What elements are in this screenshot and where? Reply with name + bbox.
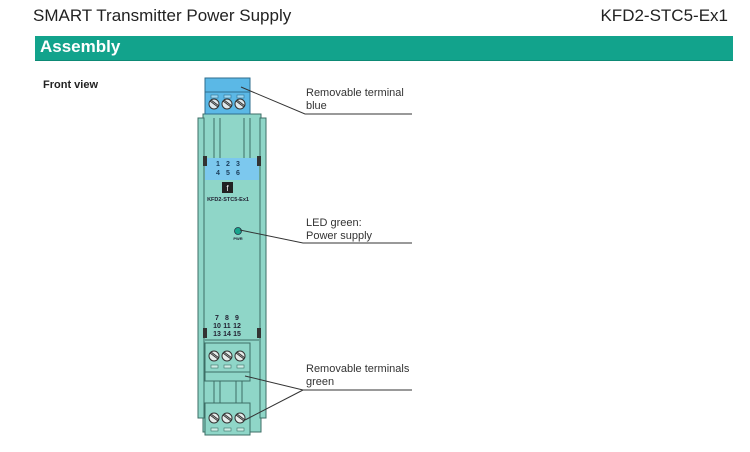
terminal-number: 15 [233, 331, 241, 338]
terminal-number: 1 [216, 161, 220, 168]
brand-logo-icon [222, 182, 233, 193]
latch-icon [203, 328, 207, 338]
callout-green-terminals: Removable terminals green [306, 363, 410, 388]
terminal-number: 10 [213, 323, 221, 330]
view-label: Front view [43, 79, 99, 91]
led-indicator [234, 227, 242, 235]
callout-led: LED green: Power supply [306, 217, 373, 242]
terminal-number: 9 [235, 315, 239, 322]
latch-icon [203, 156, 207, 166]
model-number: KFD2-STC5-Ex1 [600, 6, 728, 25]
terminal-number: 14 [223, 331, 231, 338]
screw-icon [208, 98, 220, 110]
green-terminal [204, 342, 251, 382]
screw-icon [221, 98, 233, 110]
terminal-number: 2 [226, 161, 230, 168]
terminal-number: 8 [225, 315, 229, 322]
section-header: Assembly [35, 36, 733, 61]
section-title: Assembly [40, 37, 121, 56]
terminal-number: 3 [236, 161, 240, 168]
callout-leader-lines [239, 86, 412, 421]
latch-icon [257, 328, 261, 338]
terminal-number: 6 [236, 170, 240, 177]
led-label: PWR [233, 236, 242, 241]
device-model-label: KFD2-STC5-Ex1 [207, 197, 249, 203]
document-title: SMART Transmitter Power Supply [33, 6, 292, 25]
latch-icon [257, 156, 261, 166]
terminal-number-window-top [205, 158, 259, 180]
callout-blue-terminal: Removable terminal blue [306, 87, 404, 112]
terminal-number: 5 [226, 170, 230, 177]
screw-icon [234, 98, 246, 110]
green-terminal [204, 402, 251, 436]
terminal-number: 13 [213, 331, 221, 338]
svg-text:f: f [226, 184, 229, 193]
terminal-number: 11 [223, 323, 231, 330]
terminal-number: 12 [233, 323, 241, 330]
terminal-number: 4 [216, 170, 220, 177]
terminal-number: 7 [215, 315, 219, 322]
blue-terminal [204, 77, 251, 115]
